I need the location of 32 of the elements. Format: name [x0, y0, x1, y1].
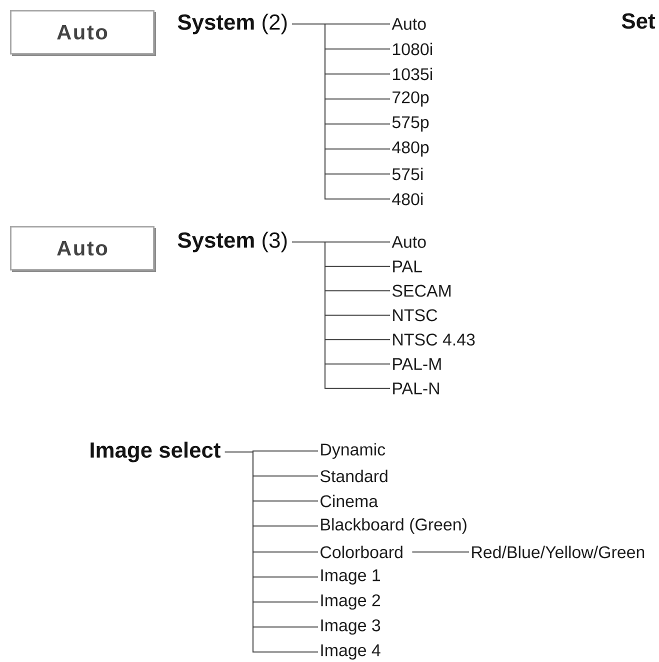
- menu-option: 575i: [392, 168, 423, 180]
- menu-heading: System (2): [178, 14, 287, 34]
- menu-option: Auto: [392, 18, 426, 30]
- value-box: Auto: [10, 226, 156, 272]
- menu-option: 720p: [392, 91, 429, 107]
- menu-option: SECAM: [392, 284, 451, 297]
- heading-text: Set: [622, 13, 656, 29]
- menu-option: PAL-N: [393, 382, 439, 394]
- menu-option: NTSC 4.43: [393, 334, 475, 346]
- menu-heading: System (3): [178, 232, 287, 252]
- menu-option: Auto: [392, 236, 426, 248]
- menu-option: Cinema: [320, 494, 378, 508]
- menu-option: 1035i: [393, 68, 432, 80]
- menu-option: PAL: [393, 260, 422, 272]
- menu-option: 480p: [392, 141, 429, 157]
- value-box: Auto: [10, 10, 156, 56]
- menu-option: Standard: [320, 470, 388, 482]
- menu-option: Red/Blue/Yellow/Green: [472, 546, 644, 558]
- menu-option: Blackboard (Green): [321, 518, 466, 534]
- menu-option: NTSC: [393, 309, 438, 322]
- menu-option: 480i: [392, 192, 423, 206]
- menu-option: 1080i: [393, 42, 432, 56]
- menu-option: Image 4: [321, 644, 380, 660]
- menu-option: Image 2: [321, 594, 380, 610]
- menu-option: Dynamic: [321, 443, 386, 459]
- connector-line: [292, 242, 390, 389]
- menu-option: Image 3: [321, 619, 380, 635]
- menu-heading: Image select: [90, 442, 220, 462]
- menu-option: 575p: [392, 116, 429, 132]
- menu-option: Colorboard: [320, 546, 402, 558]
- menu-option: PAL-M: [393, 358, 441, 370]
- menu-option: Image 1: [321, 569, 380, 585]
